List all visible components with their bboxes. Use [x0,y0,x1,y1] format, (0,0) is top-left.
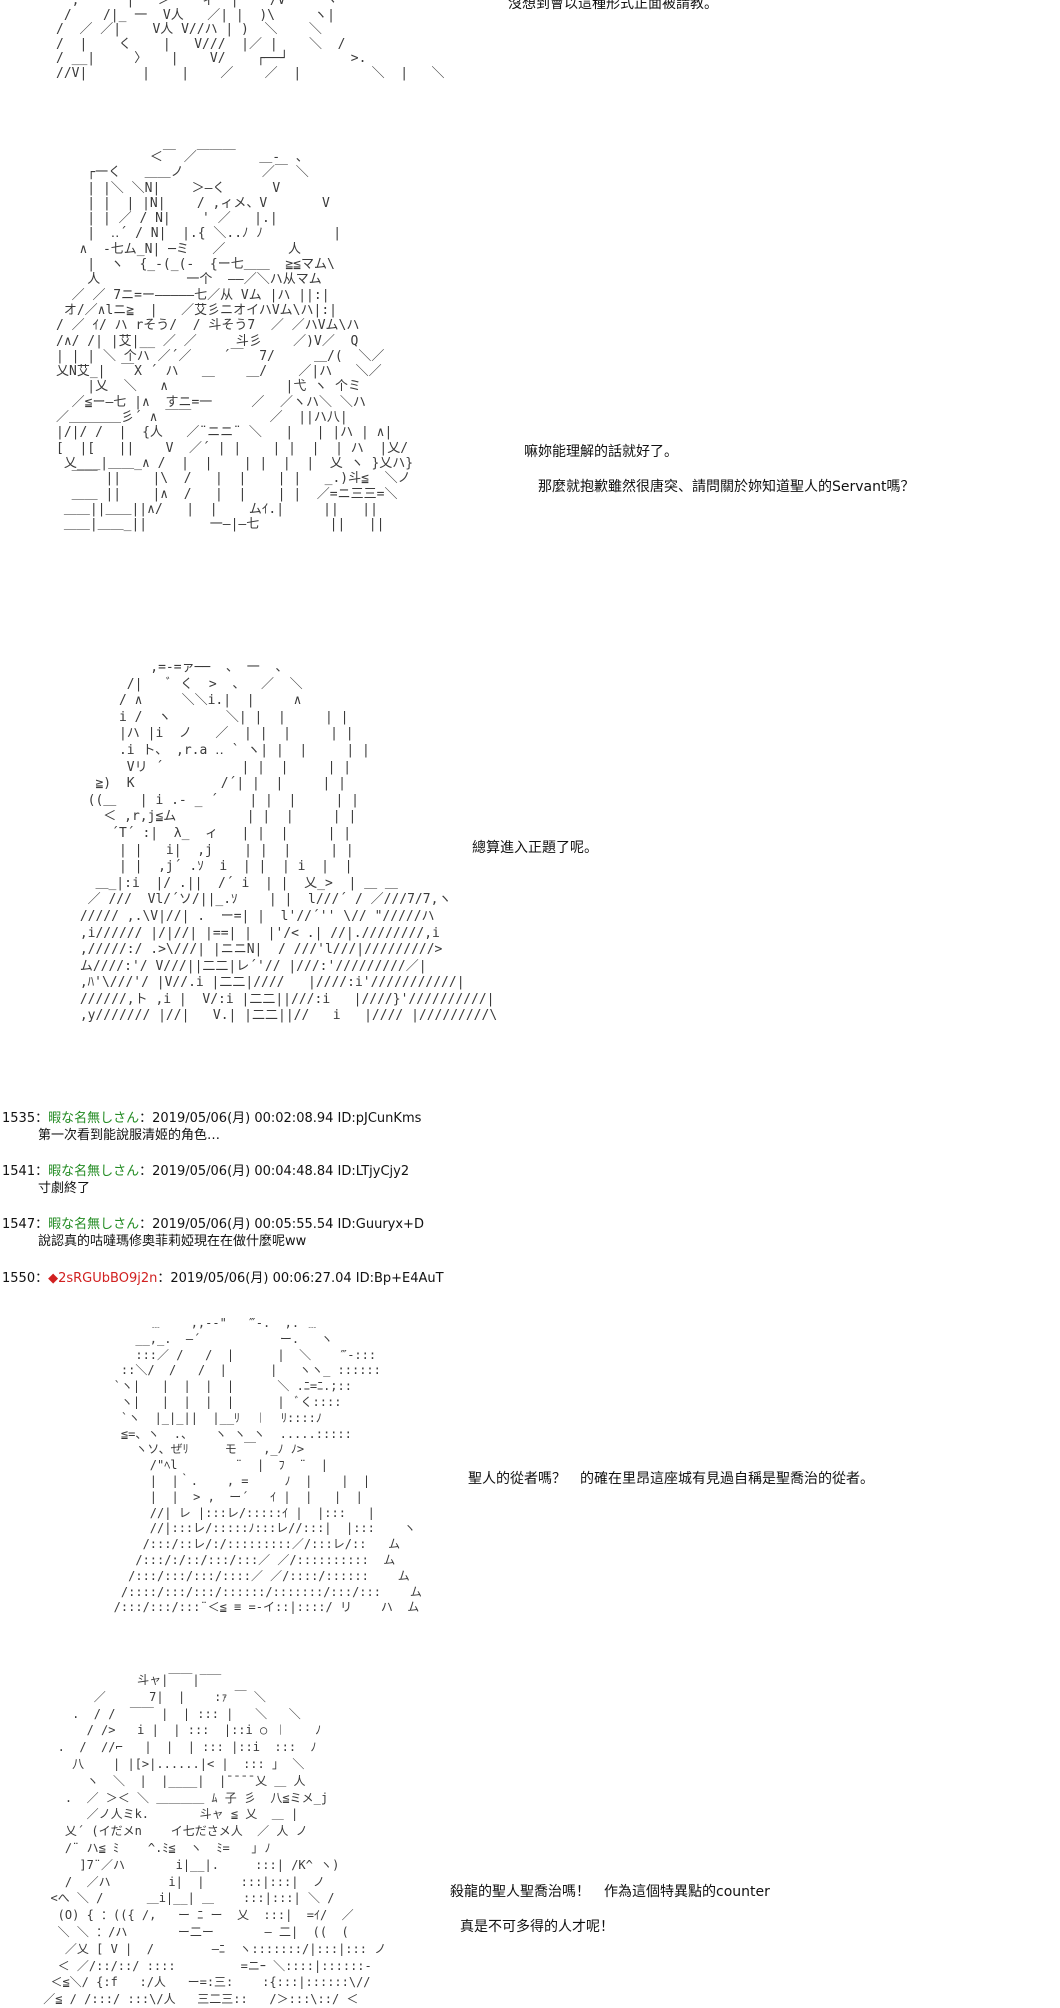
ascii-art-mash: ,=-=ァ── 、 一 、 /| ﾞ く > 、 ／ ＼ / ∧ ＼＼i.| |… [79,660,498,1024]
caption-dialogue-st-george: 聖人的從者嗎？ 的確在里昂這座城有見過自稱是聖喬治的從者。 [468,1471,874,1487]
post-body: 寸劇終了 [38,1181,91,1196]
thread-post: 1535：暇な名無しさん：2019/05/06(月) 00:02:08.94 I… [2,1110,1042,1144]
post-id[interactable]: ID:Guuryx+D [337,1217,424,1232]
poster-trip: ◆2sRGUbBO9j2n [48,1271,158,1286]
post-body: 第一次看到能說服清姬的角色… [38,1128,221,1143]
caption-dialogue-understand: 嘛妳能理解的話就好了。 [524,444,678,460]
post-number[interactable]: 1547 [2,1217,36,1232]
post-date: 2019/05/06(月) 00:05:55.54 [152,1217,334,1232]
poster-name: 暇な名無しさん [48,1164,140,1179]
post-id[interactable]: ID:Bp+E4AuT [355,1271,444,1286]
post-date: 2019/05/06(月) 00:04:48.84 [152,1164,334,1179]
post-header: 1547：暇な名無しさん：2019/05/06(月) 00:05:55.54 I… [2,1217,424,1232]
post-number[interactable]: 1535 [2,1111,36,1126]
caption-dialogue-rare-talent: 真是不可多得的人才呢！ [460,1919,614,1935]
thread-post: 1550：◆2sRGUbBO9j2n：2019/05/06(月) 00:06:2… [2,1270,1042,1287]
caption-dialogue-main-topic: 總算進入正題了呢。 [472,840,598,856]
post-id[interactable]: ID:LTjyCjy2 [337,1164,410,1179]
caption-dialogue-question: 那麼就抱歉雖然很唐突、請問關於妳知道聖人的Servant嗎？ [538,479,915,495]
post-body: 說認真的咕噠瑪修奧菲莉婭現在在做什麼呢ww [38,1234,307,1249]
ascii-art-character-1550-a: ﹍ ,,-‐" ‴‐. ,. ﹍ __,_. ―´ ー. ヽ :::／ / / … [113,1316,422,1615]
ascii-art-top: , | ＞ ィ | /V ヽ / /|_ 一 V人 ／| | )\ ヽ| / ／… [56,0,445,81]
thread-post: 1541：暇な名無しさん：2019/05/06(月) 00:04:48.84 I… [2,1163,1042,1197]
ascii-art-character-1550-b: 斗ャ|￣￣|‾‾‾ ／ 7| | :ｧ ￣ ＼ . / / ￣￣ | | :::… [43,1673,387,2007]
caption-dialogue-dragon-slayer: 殺龍的聖人聖喬治嗎！ 作為這個特異點的counter [450,1884,770,1900]
post-header: 1541：暇な名無しさん：2019/05/06(月) 00:04:48.84 I… [2,1164,410,1179]
post-id[interactable]: ID:pJCunKms [337,1111,422,1126]
caption-dialogue-top: 沒想到會以這種形式正面被請教。 [508,0,718,12]
post-number[interactable]: 1541 [2,1164,36,1179]
post-header: 1550：◆2sRGUbBO9j2n：2019/05/06(月) 00:06:2… [2,1271,444,1286]
post-date: 2019/05/06(月) 00:02:08.94 [152,1111,334,1126]
poster-name: 暇な名無しさん [48,1217,140,1232]
poster-name: 暇な名無しさん [48,1111,140,1126]
ascii-art-kiyohime: ＜￣ ／￣￣￣ ＿- 、 ┌一く ＿＿ノ ／￣ ＼ | |＼ ＼N| ＞―く V… [56,150,414,533]
post-header: 1535：暇な名無しさん：2019/05/06(月) 00:02:08.94 I… [2,1111,422,1126]
thread-post: 1547：暇な名無しさん：2019/05/06(月) 00:05:55.54 I… [2,1216,1042,1250]
post-date: 2019/05/06(月) 00:06:27.04 [170,1271,352,1286]
post-number[interactable]: 1550 [2,1271,36,1286]
